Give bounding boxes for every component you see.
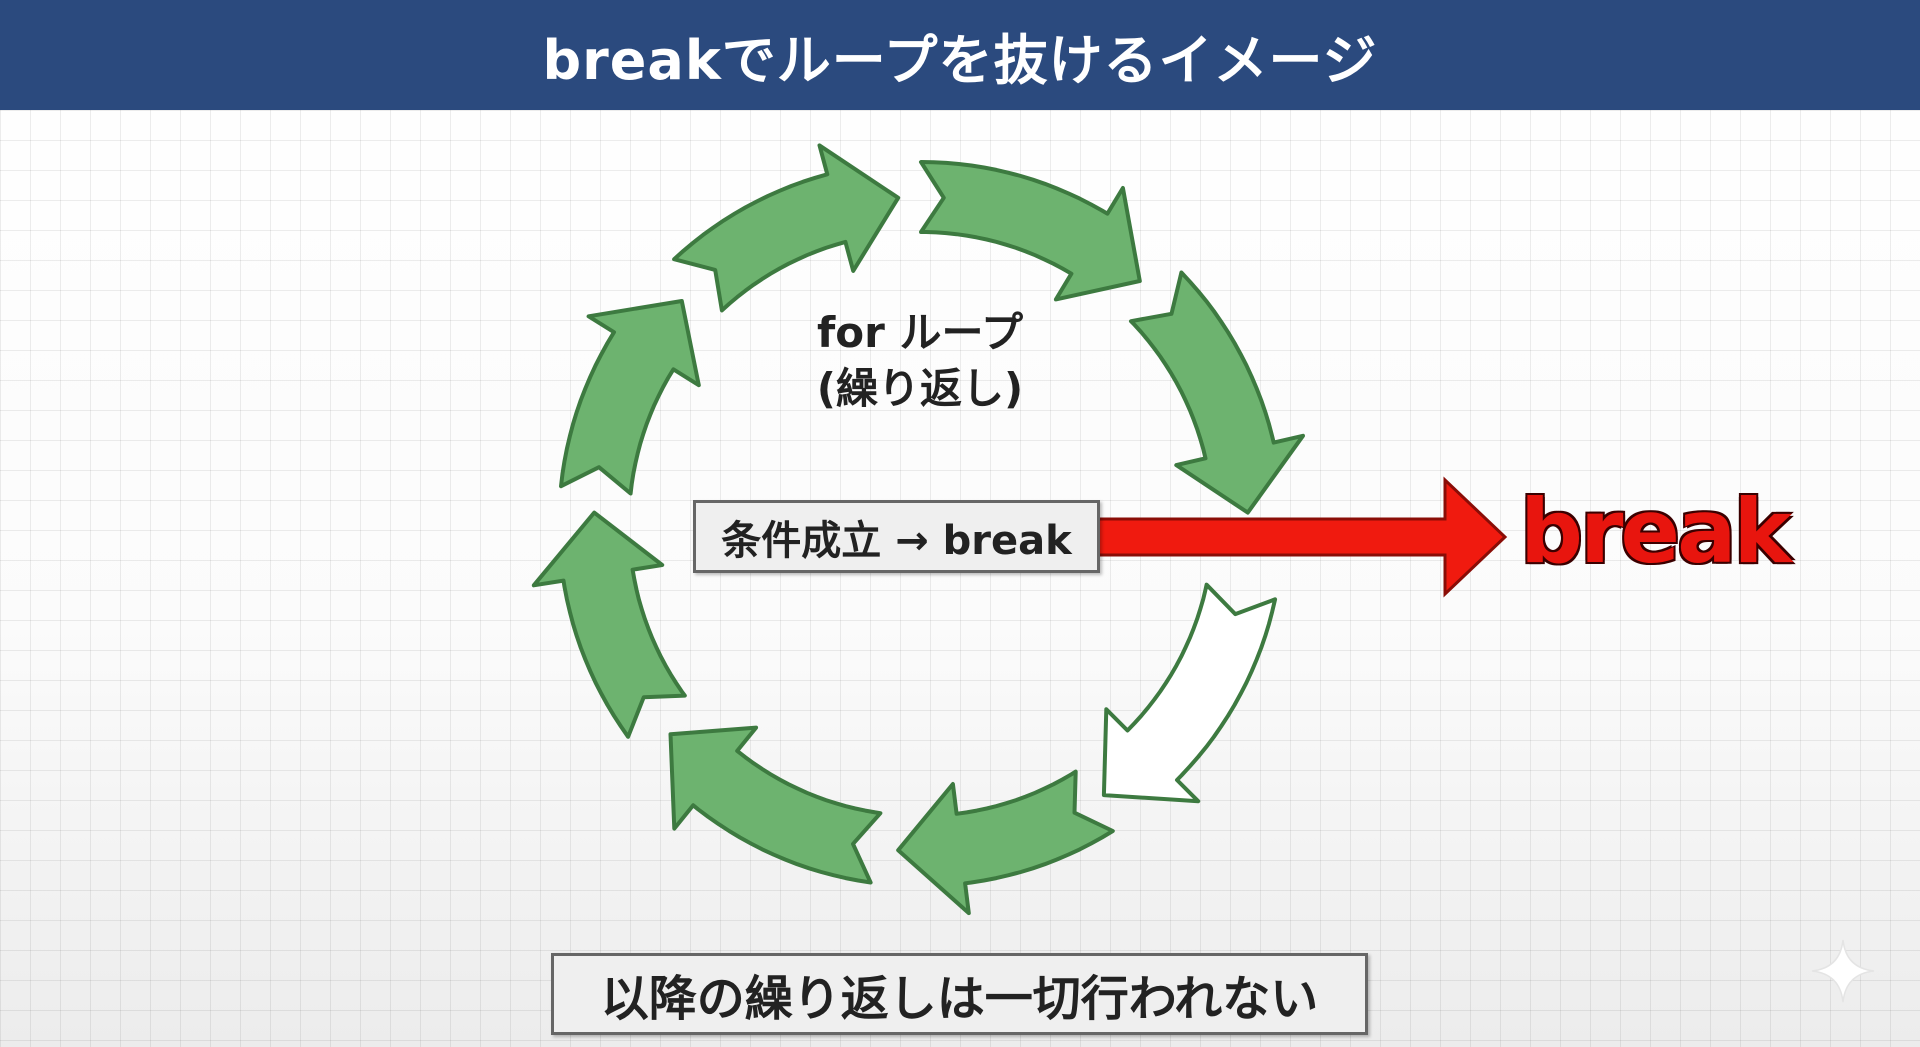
footer-text: 以降の繰り返しは一切行われない xyxy=(600,971,1319,1027)
break-arrow xyxy=(1096,476,1508,598)
condition-box: 条件成立 → break xyxy=(693,500,1100,573)
title-bar: breakでループを抜けるイメージ xyxy=(0,0,1920,110)
loop-label: for ループ (繰り返し) xyxy=(780,305,1060,417)
loop-arrow xyxy=(559,299,701,496)
footer-box: 以降の繰り返しは一切行われない xyxy=(551,953,1368,1035)
loop-arrow xyxy=(1129,270,1305,515)
break-label: break xyxy=(1520,480,1792,583)
loop-arrow xyxy=(668,725,883,885)
loop-arrow xyxy=(896,769,1115,916)
loop-label-line1: for ループ xyxy=(817,308,1023,357)
loop-arrow xyxy=(531,510,687,739)
loop-arrow xyxy=(919,160,1142,302)
skipped-loop-arrow xyxy=(1101,582,1278,804)
loop-label-line2: (繰り返し) xyxy=(816,364,1024,413)
condition-text: 条件成立 → break xyxy=(721,517,1072,564)
loop-arrow xyxy=(672,143,901,313)
sparkle-icon xyxy=(1811,939,1875,1003)
page-title: breakでループを抜けるイメージ xyxy=(542,28,1378,92)
